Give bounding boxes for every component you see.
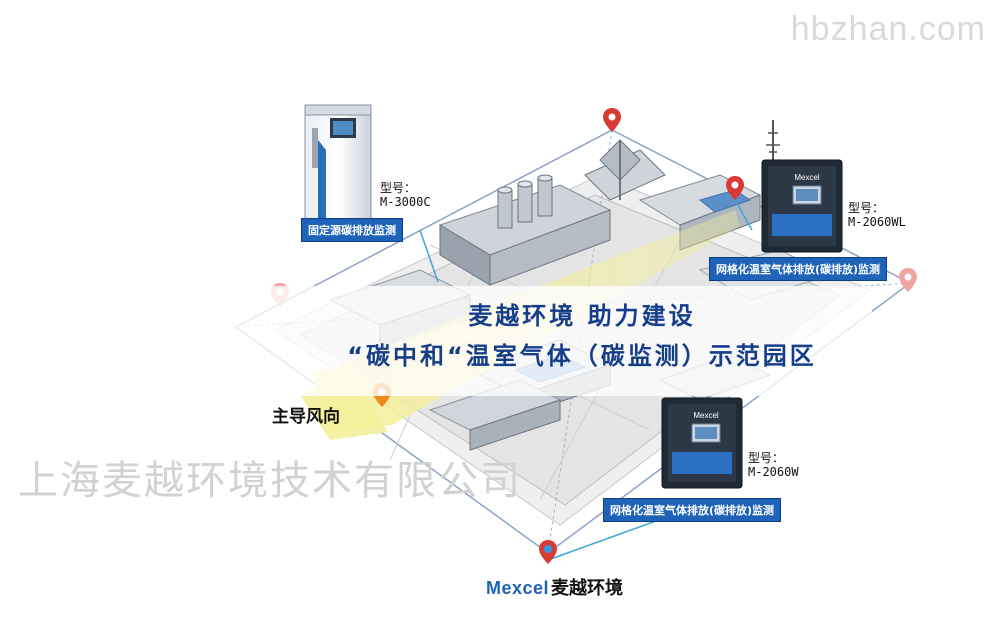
model-prefix: 型号： [380,181,417,195]
caption-grid-ghg-1: 网格化温室气体排放(碳排放)监测 [709,257,888,281]
caption-fixed-source: 固定源碳排放监测 [301,218,403,242]
model-prefix: 型号： [848,201,885,215]
banner-title: 麦越环境 助力建设 [468,302,696,330]
screen-brand: Mexcel [794,173,820,182]
device-m2060w [661,397,743,489]
model-label-m2060w: 型号： M-2060W [748,451,799,479]
device-m3000c [304,104,372,226]
model-number: M-3000C [380,195,431,209]
brand-chinese: 麦越环境 [551,578,624,598]
banner-subtitle: “碳中和“温室气体（碳监测）示范园区 [347,342,817,370]
watermark-company: 上海麦越环境技术有限公司 [18,459,522,503]
model-label-m3000c: 型号： M-3000C [380,181,431,209]
device-m2060wl [761,120,843,253]
watermark-site: hbzhan.com [790,10,986,48]
map-pin-icon [603,108,621,132]
model-label-m2060wl: 型号： M-2060WL [848,201,906,229]
screen-brand: Mexcel [693,411,719,420]
map-pin-icon [726,176,744,200]
model-number: M-2060WL [848,215,906,229]
map-pin-icon [899,268,917,292]
model-number: M-2060W [748,465,799,479]
caption-grid-ghg-2: 网格化温室气体排放(碳排放)监测 [603,498,782,522]
brand-latin: Mexcel [486,578,550,598]
wind-direction-label: 主导风向 [272,407,340,427]
map-pin-icon [539,540,557,564]
title-banner-bg [232,286,872,396]
model-prefix: 型号： [748,451,785,465]
